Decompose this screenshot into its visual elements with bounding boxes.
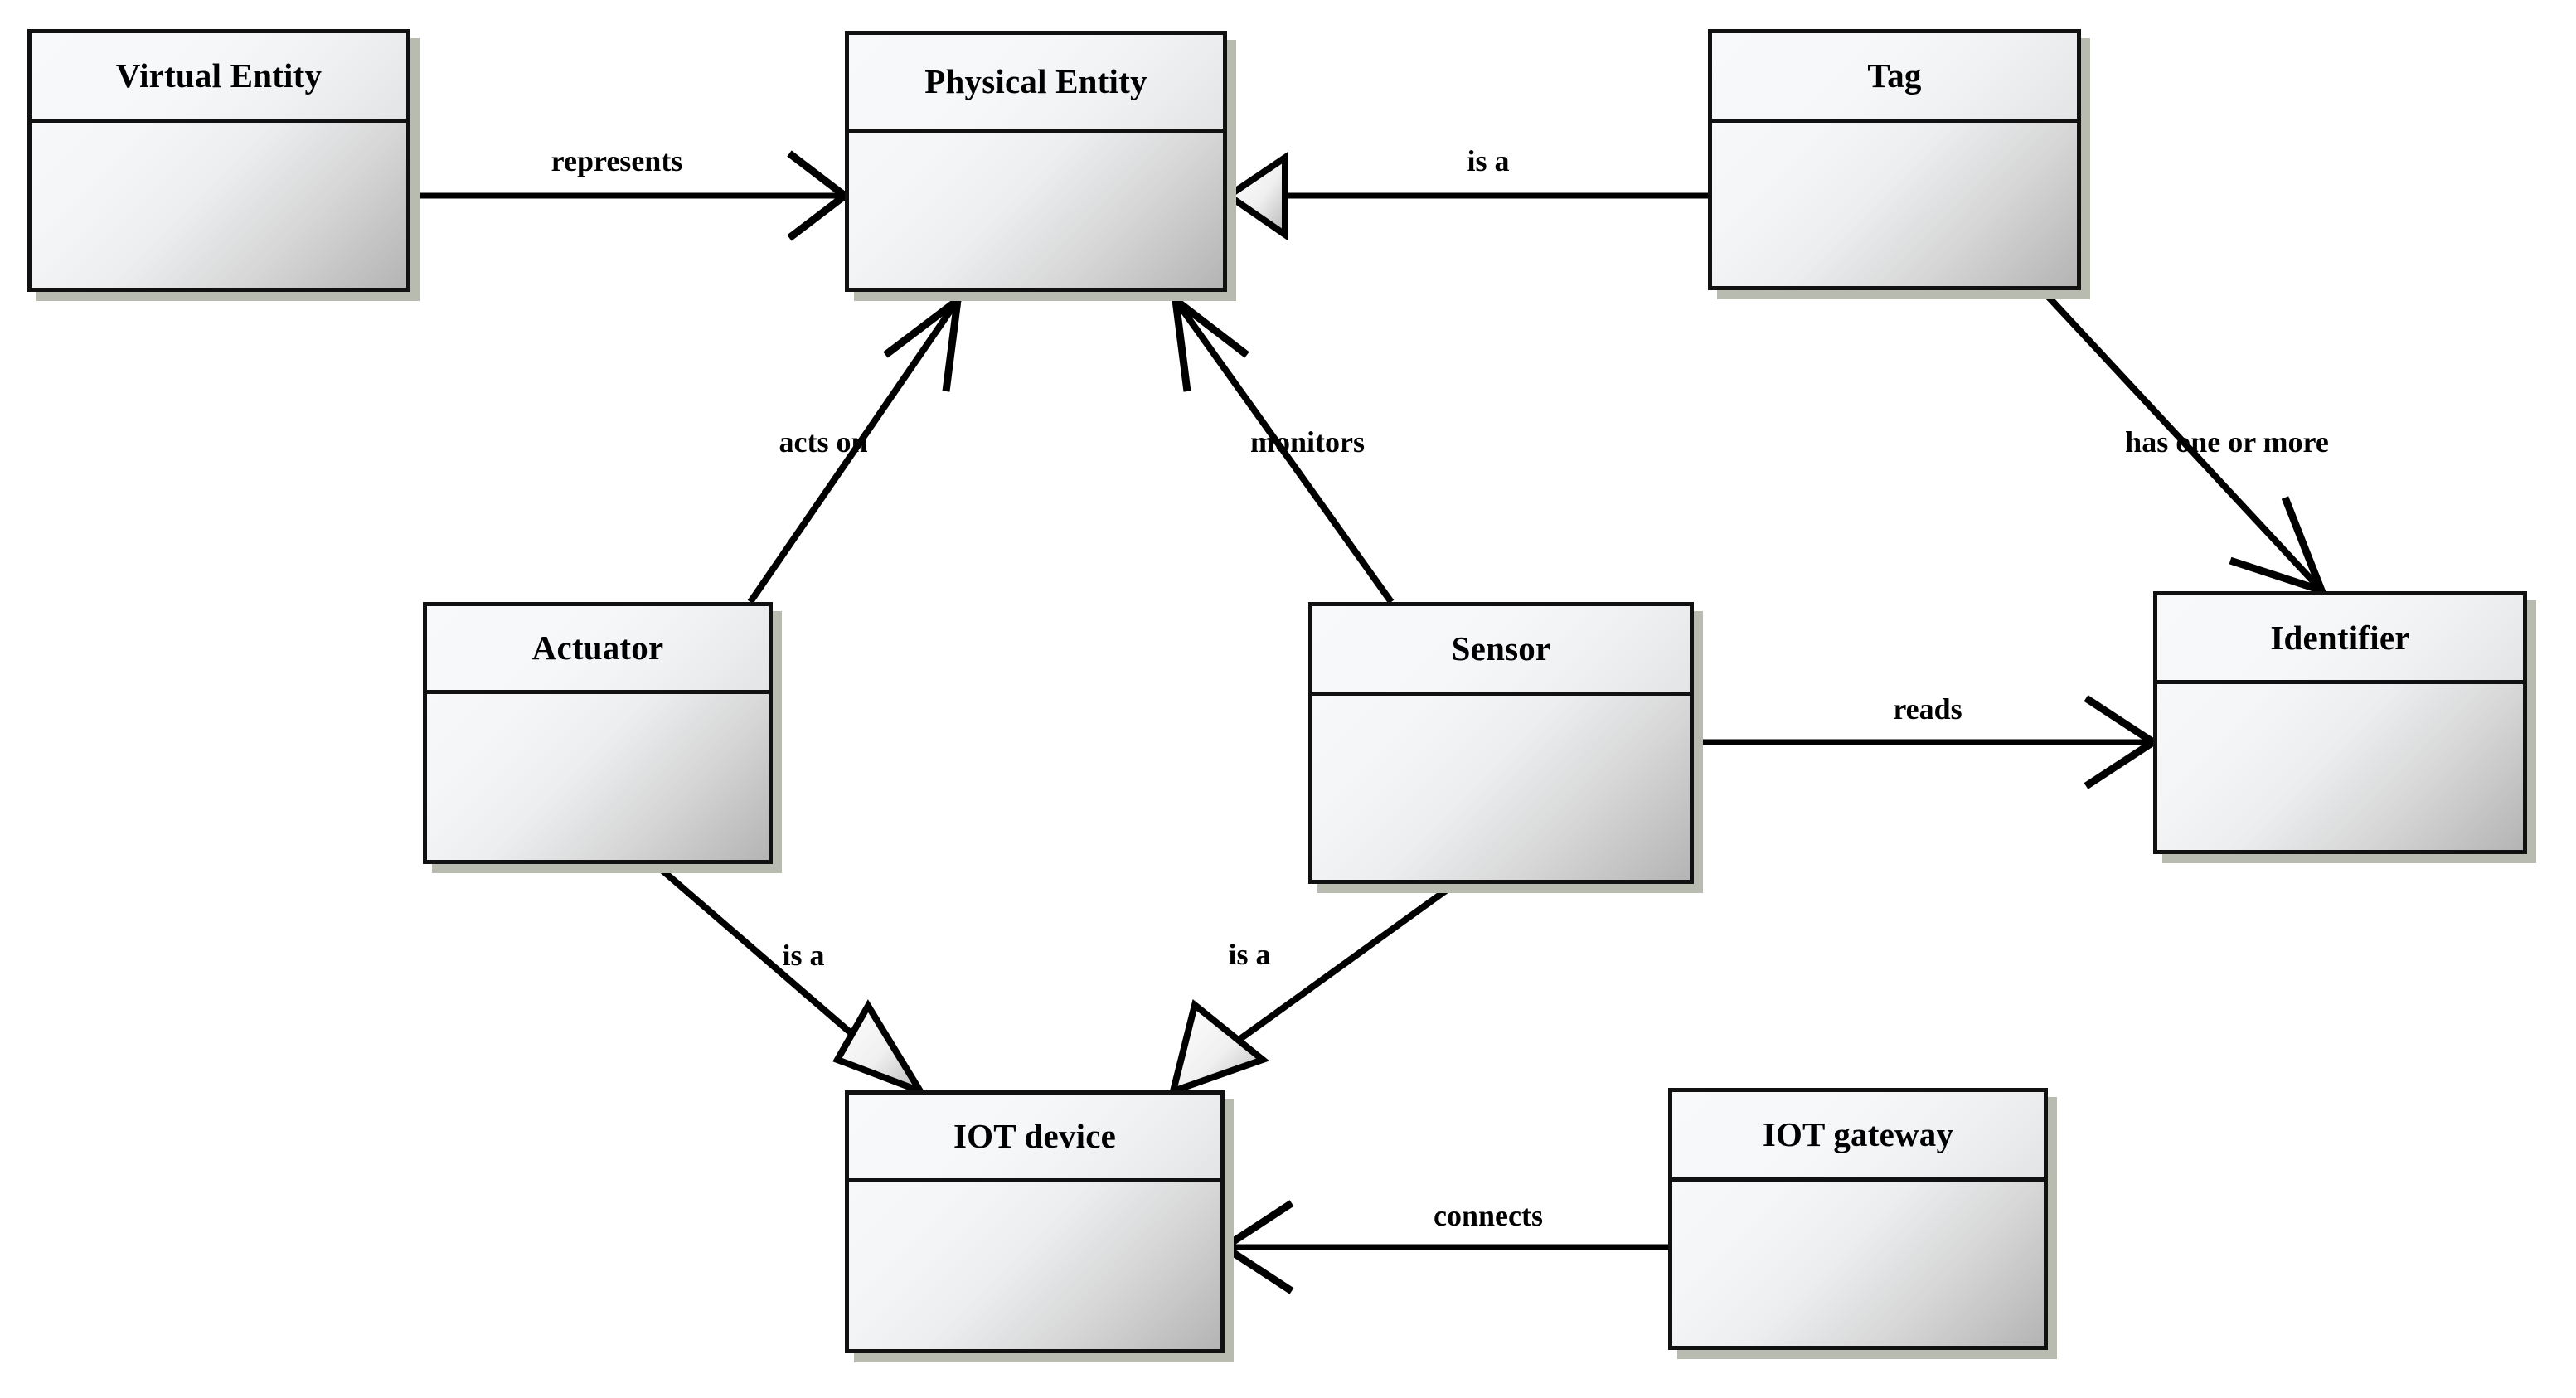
- class-header-iot-device: IOT device: [849, 1095, 1220, 1182]
- class-body-actuator: [427, 694, 769, 860]
- edge-label-tag-is-a: is a: [1467, 144, 1510, 177]
- class-box-tag[interactable]: Tag: [1708, 29, 2081, 290]
- class-box-virtual-entity[interactable]: Virtual Entity: [27, 29, 410, 292]
- class-body-iot-gateway: [1672, 1182, 2044, 1346]
- class-header-actuator: Actuator: [427, 606, 769, 694]
- class-body-tag: [1712, 123, 2077, 286]
- class-title-identifier: Identifier: [2270, 618, 2410, 657]
- edge-label-represents: represents: [551, 144, 683, 177]
- edge-label-reads: reads: [1893, 692, 1962, 726]
- class-header-virtual-entity: Virtual Entity: [32, 33, 406, 123]
- class-body-sensor: [1312, 696, 1690, 880]
- edge-actuator-is-a: [652, 861, 929, 1098]
- class-box-identifier[interactable]: Identifier: [2153, 591, 2527, 854]
- class-body-identifier: [2157, 684, 2523, 850]
- class-box-actuator[interactable]: Actuator: [423, 602, 773, 864]
- edge-label-actuator-is-a: is a: [782, 939, 825, 972]
- class-box-iot-device[interactable]: IOT device: [845, 1090, 1225, 1353]
- class-box-iot-gateway[interactable]: IOT gateway: [1668, 1088, 2048, 1350]
- edge-label-connects: connects: [1434, 1199, 1543, 1232]
- class-body-virtual-entity: [32, 123, 406, 288]
- class-body-physical-entity: [849, 133, 1223, 288]
- edge-label-sensor-is-a: is a: [1228, 938, 1271, 971]
- class-title-physical-entity: Physical Entity: [924, 62, 1147, 100]
- class-header-sensor: Sensor: [1312, 606, 1690, 696]
- edge-sensor-is-a: [1168, 881, 1458, 1097]
- edge-label-monitors: monitors: [1250, 425, 1365, 459]
- class-title-tag: Tag: [1867, 56, 1922, 95]
- class-box-sensor[interactable]: Sensor: [1308, 602, 1694, 884]
- class-title-sensor: Sensor: [1451, 629, 1551, 667]
- class-title-iot-gateway: IOT gateway: [1762, 1115, 1954, 1153]
- class-header-iot-gateway: IOT gateway: [1672, 1092, 2044, 1182]
- class-header-physical-entity: Physical Entity: [849, 35, 1223, 133]
- edge-label-has-one-or-more: has one or more: [2125, 425, 2329, 459]
- class-box-physical-entity[interactable]: Physical Entity: [845, 31, 1227, 292]
- class-title-virtual-entity: Virtual Entity: [115, 56, 323, 95]
- class-title-actuator: Actuator: [531, 629, 664, 667]
- edge-label-acts-on: acts on: [779, 425, 868, 459]
- class-header-identifier: Identifier: [2157, 595, 2523, 684]
- class-body-iot-device: [849, 1182, 1220, 1349]
- class-header-tag: Tag: [1712, 33, 2077, 123]
- class-title-iot-device: IOT device: [953, 1117, 1116, 1155]
